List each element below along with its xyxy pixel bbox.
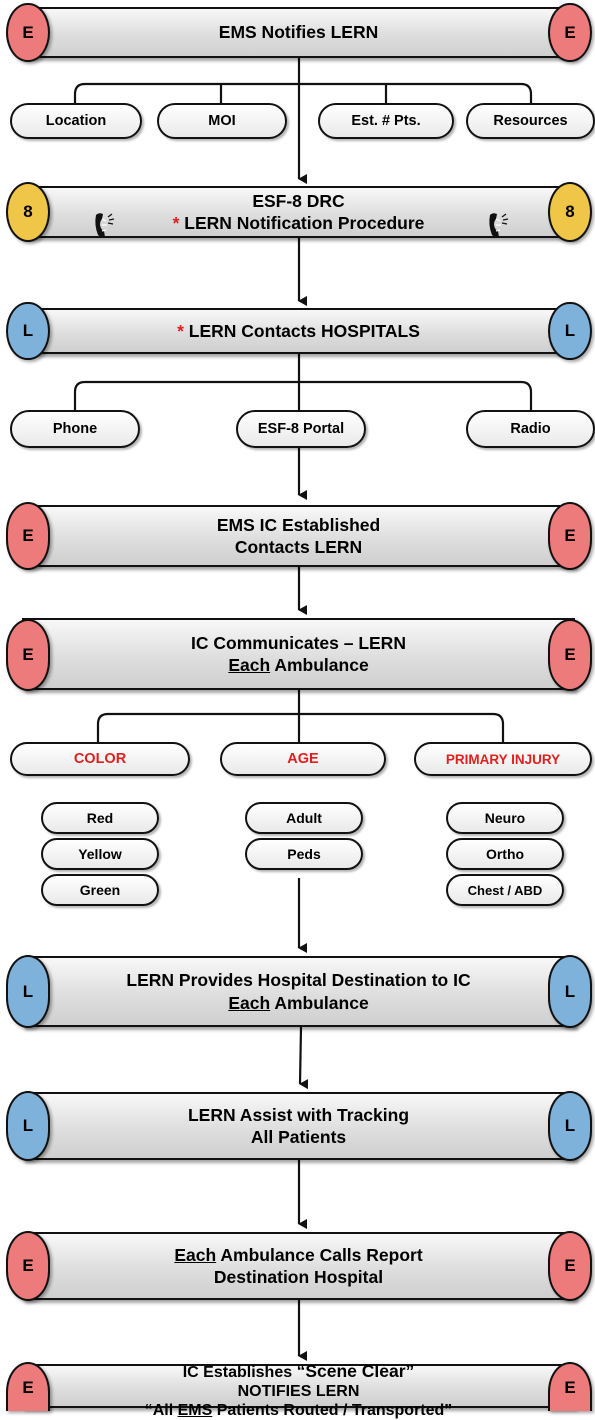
contact-method-esf8-portal: ESF-8 Portal: [236, 410, 366, 448]
ems-cap-left: E: [6, 619, 50, 691]
age-item-peds: Peds: [245, 838, 363, 870]
phone-receiver-icon: [489, 213, 509, 238]
lern-cap-left: L: [6, 955, 50, 1028]
category-primary-injury: PRIMARY INJURY: [414, 742, 592, 776]
color-item-green: Green: [41, 874, 159, 906]
esf8-notification-procedure: * LERN Notification Procedure: [172, 213, 425, 233]
scene-clear-text: IC Establishes “Scene Clear” NOTIFIES LE…: [144, 1361, 453, 1420]
injury-item-chest-abd: Chest / ABD: [446, 874, 564, 906]
lern-contacts-hospitals-banner: * LERN Contacts HOSPITALS: [22, 308, 575, 354]
lern-provides-destination-banner: LERN Provides Hospital Destination to IC…: [22, 956, 575, 1027]
ems-cap-right: E: [548, 1231, 592, 1301]
category-age: AGE: [220, 742, 386, 776]
injury-item-neuro: Neuro: [446, 802, 564, 834]
notify-item-resources: Resources: [466, 103, 595, 139]
color-item-red: Red: [41, 802, 159, 834]
ems-notifies-lern-banner: EMS Notifies LERN: [22, 7, 575, 58]
ems-cap-right: E: [548, 502, 592, 570]
ems-cap-right: E: [548, 619, 592, 691]
lern-tracking-banner: LERN Assist with Tracking All Patients: [22, 1092, 575, 1160]
lern-cap-left: L: [6, 302, 50, 360]
esf8-drc-title: ESF-8 DRC: [252, 190, 345, 211]
notify-item-est-pts: Est. # Pts.: [318, 103, 454, 139]
esf8-cap-right: 8: [548, 182, 592, 242]
ems-cap-left: E: [6, 502, 50, 570]
ambulance-calls-report-banner: Each Ambulance Calls Report Destination …: [22, 1232, 575, 1300]
color-item-yellow: Yellow: [41, 838, 159, 870]
lern-contacts-hospitals-text: LERN Contacts HOSPITALS: [188, 320, 420, 341]
ems-cap-right: E: [548, 3, 592, 62]
ems-cap-left: E: [6, 1362, 50, 1411]
scene-clear-banner: [22, 1364, 575, 1408]
esf8-cap-left: 8: [6, 182, 50, 242]
phone-receiver-icon: [95, 213, 115, 238]
notify-item-moi: MOI: [157, 103, 287, 139]
ems-cap-right: E: [548, 1362, 592, 1411]
esf8-drc-banner: ESF-8 DRC * LERN Notification Procedure: [22, 186, 575, 238]
contact-method-radio: Radio: [466, 410, 595, 448]
ems-cap-left: E: [6, 3, 50, 62]
lern-cap-right: L: [548, 1091, 592, 1161]
lern-cap-right: L: [548, 302, 592, 360]
ems-ic-established-banner: EMS IC Established Contacts LERN: [22, 505, 575, 567]
injury-item-ortho: Ortho: [446, 838, 564, 870]
category-color: COLOR: [10, 742, 190, 776]
lern-cap-right: L: [548, 955, 592, 1028]
ems-notifies-lern-text: EMS Notifies LERN: [218, 22, 379, 43]
notify-item-location: Location: [10, 103, 142, 139]
ems-cap-left: E: [6, 1231, 50, 1301]
ic-communicates-banner: IC Communicates – LERN Each Ambulance: [22, 618, 575, 690]
age-item-adult: Adult: [245, 802, 363, 834]
contact-method-phone: Phone: [10, 410, 140, 448]
lern-cap-left: L: [6, 1091, 50, 1161]
